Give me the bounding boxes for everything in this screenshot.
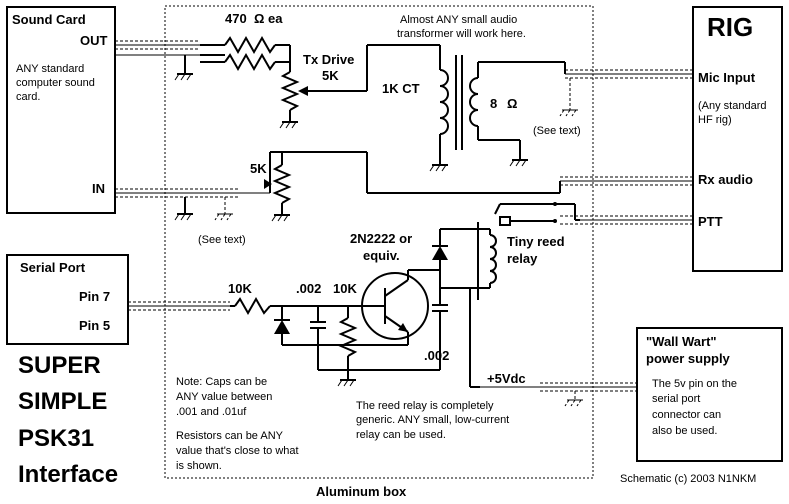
rig-ptt-label: PTT <box>698 214 723 229</box>
wall-wart-title-1: "Wall Wart" <box>646 334 717 349</box>
ground-keying <box>337 370 356 387</box>
wall-wart-desc-1: The 5v pin on the <box>652 378 737 390</box>
transformer-primary-label: 1K CT <box>382 81 420 96</box>
wall-wart-desc-2: serial port <box>652 393 700 405</box>
rig-rx-audio-label: Rx audio <box>698 172 753 187</box>
relay-coil <box>440 222 497 388</box>
wall-wart-box <box>636 327 783 462</box>
wall-wart-title-2: power supply <box>646 351 731 366</box>
base-capacitor <box>310 306 326 345</box>
relay-contacts <box>494 202 580 226</box>
sound-card-in-label: IN <box>92 181 105 196</box>
resistor-470-label: 470 <box>225 11 247 26</box>
transistor-label-2: equiv. <box>363 248 400 263</box>
relay-note-1: The reed relay is completely <box>356 400 494 412</box>
supply-voltage-label: +5Vdc <box>487 371 526 386</box>
clamp-diode <box>274 306 380 346</box>
sound-card-desc-1: ANY standard <box>16 63 84 75</box>
rig-desc-2: HF rig) <box>698 114 732 126</box>
rig-title: RIG <box>707 12 753 42</box>
see-text-rx: (See text) <box>198 234 246 246</box>
serial-port-box <box>6 254 129 345</box>
tx-drive-value: 5K <box>322 68 339 83</box>
base-resistor <box>230 296 360 316</box>
see-text-mic: (See text) <box>533 125 581 137</box>
wall-wart-desc-3: connector can <box>652 409 721 421</box>
relay-diode <box>432 228 470 270</box>
res-note-3: is shown. <box>176 460 222 472</box>
ground-mic-optional <box>559 78 578 117</box>
bias-resistor <box>317 306 440 371</box>
sound-card-desc-3: card. <box>16 91 40 103</box>
tx-drive-label: Tx Drive <box>303 52 354 67</box>
caps-note-1: Note: Caps can be <box>176 376 267 388</box>
res-note-1: Resistors can be ANY <box>176 430 284 442</box>
relay-note-2: generic. ANY small, low-current <box>356 414 509 426</box>
aluminum-box-label: Aluminum box <box>316 484 407 499</box>
transformer-secondary-omega: Ω <box>507 96 517 111</box>
serial-port-title: Serial Port <box>20 260 86 275</box>
rig-box <box>692 6 783 272</box>
res-note-2: value that's close to what <box>176 445 299 457</box>
caps-note-3: .001 and .01uf <box>176 406 247 418</box>
transistor-2n2222 <box>360 269 440 346</box>
rig-mic-input-label: Mic Input <box>698 70 756 85</box>
serial-pin7-label: Pin 7 <box>79 289 110 304</box>
title-line-4: Interface <box>18 461 118 488</box>
ground-soundcard-in <box>174 197 233 221</box>
rig-desc-1: (Any standard <box>698 100 766 112</box>
title-line-3: PSK31 <box>18 425 94 452</box>
bias-resistor-label: 10K <box>333 281 357 296</box>
transformer-note-1: Almost ANY small audio <box>400 14 517 26</box>
aluminum-box-outline <box>164 5 594 479</box>
relay-label-2: relay <box>507 251 538 266</box>
transformer-note-2: transformer will work here. <box>397 28 526 40</box>
sound-card-box <box>6 6 116 214</box>
collector-cap-label: .002 <box>424 348 449 363</box>
title-line-1: SUPER <box>18 352 101 379</box>
sound-card-desc-2: computer sound <box>16 77 95 89</box>
relay-note-3: relay can be used. <box>356 429 446 441</box>
copyright: Schematic (c) 2003 N1NKM <box>620 473 756 485</box>
rx-pot-label: 5K <box>250 161 267 176</box>
sound-card-title: Sound Card <box>12 12 86 27</box>
tx-drive-pot <box>279 44 440 129</box>
base-cap-label: .002 <box>296 281 321 296</box>
sound-card-out-label: OUT <box>80 33 108 48</box>
serial-pin5-label: Pin 5 <box>79 318 110 333</box>
tx-resistors <box>200 35 291 72</box>
title-line-2: SIMPLE <box>18 388 107 415</box>
relay-label-1: Tiny reed <box>507 234 565 249</box>
caps-note-2: ANY value between <box>176 391 272 403</box>
transformer-secondary-label: 8 <box>490 96 497 111</box>
ground-soundcard-out <box>174 55 193 81</box>
wall-wart-desc-4: also be used. <box>652 425 717 437</box>
base-resistor-label: 10K <box>228 281 252 296</box>
rx-pot <box>264 151 561 222</box>
resistor-470-omega: Ω <box>254 11 264 26</box>
transistor-label-1: 2N2222 or <box>350 231 412 246</box>
ground-wall-wart <box>564 391 583 407</box>
resistor-470-ea: ea <box>268 11 283 26</box>
transformer <box>429 45 566 172</box>
